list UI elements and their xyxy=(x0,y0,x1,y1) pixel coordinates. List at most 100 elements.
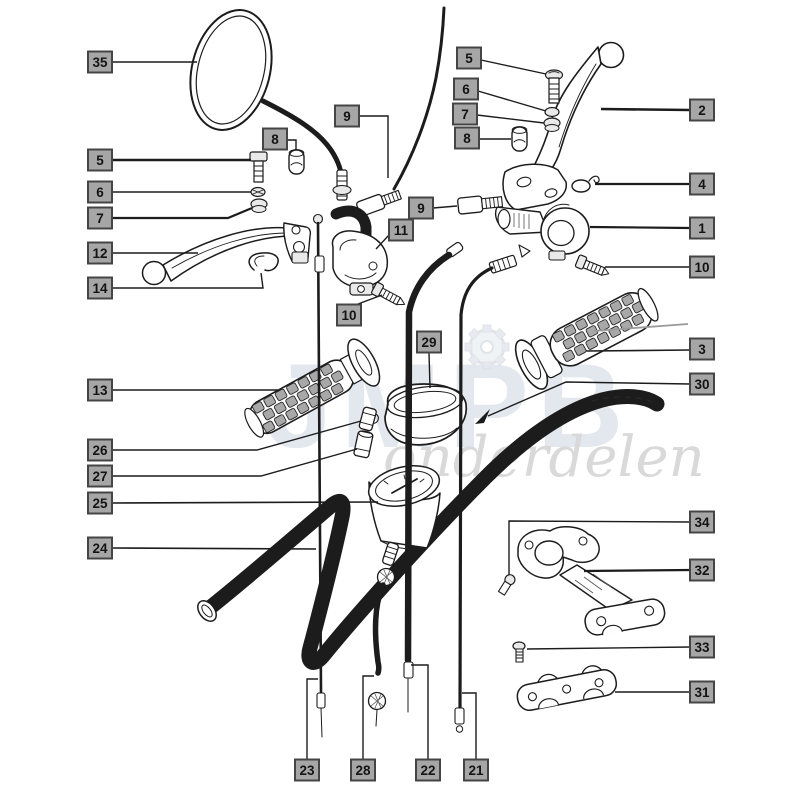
part-label-13-6[interactable]: 13 xyxy=(87,378,278,402)
leader-line xyxy=(508,520,691,575)
leader-line xyxy=(462,692,477,759)
part-label-29-15[interactable]: 29 xyxy=(416,330,442,389)
label-box[interactable] xyxy=(87,50,113,74)
leader-line xyxy=(357,294,383,305)
label-number: 11 xyxy=(394,223,409,238)
part-label-23-31[interactable]: 23 xyxy=(294,678,320,782)
label-box[interactable] xyxy=(463,758,489,782)
part-label-3-25[interactable]: 3 xyxy=(585,337,715,361)
label-box[interactable] xyxy=(689,680,715,704)
part-label-26-7[interactable]: 26 xyxy=(87,420,362,462)
bushing-26 xyxy=(358,406,379,432)
part-label-8-20[interactable]: 8 xyxy=(454,126,511,150)
part-label-27-8[interactable]: 27 xyxy=(87,448,358,488)
label-box[interactable] xyxy=(388,218,414,242)
label-box[interactable] xyxy=(87,206,113,230)
part-label-12-4[interactable]: 12 xyxy=(87,241,198,265)
label-box[interactable] xyxy=(415,758,441,782)
label-box[interactable] xyxy=(87,180,113,204)
part-label-30-26[interactable]: 30 xyxy=(487,372,715,417)
label-number: 32 xyxy=(694,563,709,578)
part-label-10-24[interactable]: 10 xyxy=(605,255,715,279)
part-label-1-23[interactable]: 1 xyxy=(589,216,715,240)
part-label-10-14[interactable]: 10 xyxy=(336,294,383,327)
leader-line xyxy=(362,675,374,759)
label-box[interactable] xyxy=(408,196,434,220)
part-label-14-5[interactable]: 14 xyxy=(87,272,264,300)
label-box[interactable] xyxy=(416,330,442,354)
part-label-25-9[interactable]: 25 xyxy=(87,491,379,515)
label-box[interactable] xyxy=(689,558,715,582)
grip-texture-cell xyxy=(620,307,633,320)
label-number: 35 xyxy=(92,55,108,70)
label-box[interactable] xyxy=(87,491,113,515)
part-label-11-13[interactable]: 11 xyxy=(375,218,414,250)
grip-texture-cell xyxy=(296,389,310,402)
part-label-8-11[interactable]: 8 xyxy=(262,127,297,151)
part-label-9-16[interactable]: 9 xyxy=(408,196,458,220)
label-number: 29 xyxy=(421,335,436,350)
label-box[interactable] xyxy=(689,510,715,534)
label-box[interactable] xyxy=(454,126,480,150)
leader-line xyxy=(112,272,264,289)
label-box[interactable] xyxy=(87,241,113,265)
label-box[interactable] xyxy=(334,104,360,128)
label-box[interactable] xyxy=(294,758,320,782)
part-label-24-10[interactable]: 24 xyxy=(87,536,317,560)
part-label-21-34[interactable]: 21 xyxy=(462,692,489,782)
label-number: 13 xyxy=(92,383,108,398)
part-label-7-19[interactable]: 7 xyxy=(452,102,545,126)
label-box[interactable] xyxy=(87,536,113,560)
grip-texture-cell xyxy=(575,318,588,331)
label-box[interactable] xyxy=(689,635,715,659)
part-label-35-0[interactable]: 35 xyxy=(87,50,197,74)
part-label-31-30[interactable]: 31 xyxy=(615,680,715,704)
label-number: 6 xyxy=(462,82,470,97)
grip-texture-cell xyxy=(552,330,565,343)
part-label-34-27[interactable]: 34 xyxy=(508,510,715,576)
label-box[interactable] xyxy=(689,172,715,196)
leader-line xyxy=(111,547,317,550)
part-label-22-33[interactable]: 22 xyxy=(411,664,441,782)
nut-left-7 xyxy=(250,198,268,213)
label-box[interactable] xyxy=(456,46,482,70)
lower-clamp xyxy=(516,665,618,712)
part-label-6-2[interactable]: 6 xyxy=(87,180,251,204)
label-box[interactable] xyxy=(689,98,715,122)
label-box[interactable] xyxy=(689,337,715,361)
gear-icon xyxy=(464,324,510,370)
label-box[interactable] xyxy=(87,148,113,172)
leader-line xyxy=(428,352,431,389)
label-box[interactable] xyxy=(87,464,113,488)
part-label-9-12[interactable]: 9 xyxy=(334,104,389,179)
label-box[interactable] xyxy=(689,372,715,396)
part-label-7-3[interactable]: 7 xyxy=(87,206,253,230)
label-box[interactable] xyxy=(452,102,478,126)
label-box[interactable] xyxy=(350,758,376,782)
part-label-2-21[interactable]: 2 xyxy=(600,98,715,122)
label-box[interactable] xyxy=(336,303,362,327)
label-box[interactable] xyxy=(262,127,288,151)
bushing-27 xyxy=(353,430,374,459)
part-label-5-1[interactable]: 5 xyxy=(87,148,251,172)
part-label-4-22[interactable]: 4 xyxy=(595,172,715,196)
label-box[interactable] xyxy=(87,378,113,402)
part-label-28-32[interactable]: 28 xyxy=(350,675,376,782)
part-label-6-18[interactable]: 6 xyxy=(453,77,547,112)
leader-line xyxy=(600,107,691,112)
label-box[interactable] xyxy=(689,216,715,240)
label-box[interactable] xyxy=(87,438,113,462)
grip-texture-cell xyxy=(330,383,344,396)
label-box[interactable] xyxy=(87,276,113,300)
label-number: 23 xyxy=(299,763,315,778)
label-box[interactable] xyxy=(453,77,479,101)
label-number: 5 xyxy=(96,153,104,168)
grip-texture-cell xyxy=(631,313,645,326)
label-box[interactable] xyxy=(689,255,715,279)
part-label-33-29[interactable]: 33 xyxy=(526,635,715,659)
part-label-32-28[interactable]: 32 xyxy=(583,558,715,582)
leader-line xyxy=(432,205,458,209)
label-number: 2 xyxy=(698,103,706,118)
part-label-5-17[interactable]: 5 xyxy=(456,46,547,75)
